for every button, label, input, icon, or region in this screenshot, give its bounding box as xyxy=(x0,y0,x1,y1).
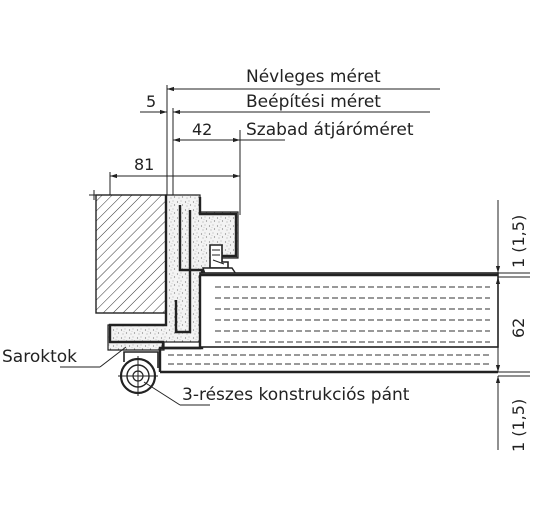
label-hinge: 3-részes konstrukciós pánt xyxy=(182,385,410,405)
dimension-42: 42 xyxy=(192,120,212,139)
dimension-top-gap: 1 (1,5) xyxy=(509,215,528,268)
wall-section xyxy=(89,190,167,314)
label-nominal-size: Névleges méret xyxy=(246,67,381,87)
dimension-5: 5 xyxy=(146,92,156,111)
label-clear-passage: Szabad átjáróméret xyxy=(246,120,414,140)
hinge xyxy=(118,351,159,396)
dimension-lines-top xyxy=(109,85,440,215)
leader-corner-seal xyxy=(60,346,127,368)
door-leaf-section xyxy=(158,272,499,374)
dimension-lines-right xyxy=(495,200,530,450)
leader-hinge xyxy=(143,381,210,406)
dimension-81: 81 xyxy=(134,155,154,174)
label-corner-seal: Saroktok xyxy=(2,347,77,367)
dimension-leaf-thickness: 62 xyxy=(509,318,528,338)
label-installation-size: Beépítési méret xyxy=(246,92,381,112)
dimension-bottom-gap: 1 (1,5) xyxy=(509,399,528,452)
